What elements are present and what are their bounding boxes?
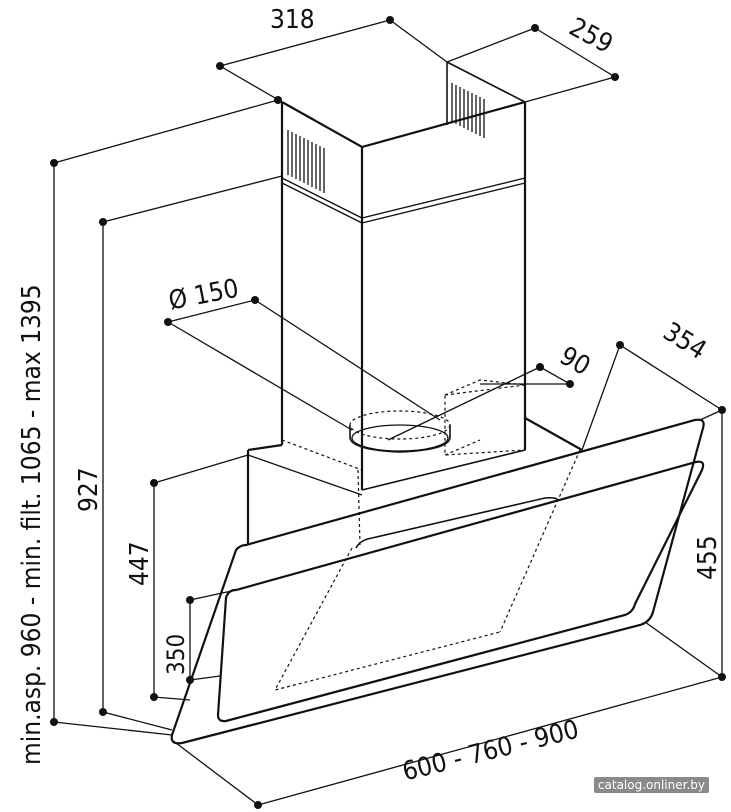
label-outlet-offset: 90 [554,341,595,382]
label-height-927: 927 [74,467,104,512]
label-hood-depth: 354 [658,317,712,366]
label-height-350: 350 [162,634,190,675]
label-chimney-depth: 259 [564,12,617,59]
chimney [280,61,527,491]
vent-grille-left [287,130,325,193]
label-height-455: 455 [693,535,723,580]
label-height-447: 447 [125,541,155,586]
label-width-range: 600 - 760 - 900 [400,715,582,788]
label-height-range: min.asp. 960 - min. filt. 1065 - max 139… [17,284,47,765]
glass-panel [170,418,705,745]
hood-body [246,379,583,691]
label-chimney-width: 318 [270,5,315,35]
label-outlet-diameter: Ø 150 [166,274,241,317]
dimension-lines [50,16,726,809]
watermark: catalog.onliner.by [593,777,709,793]
dimension-labels: 318 259 Ø 150 90 354 min.asp. 960 - min.… [17,5,723,787]
vent-grille-right [451,83,485,138]
outlet-collar [349,410,451,453]
